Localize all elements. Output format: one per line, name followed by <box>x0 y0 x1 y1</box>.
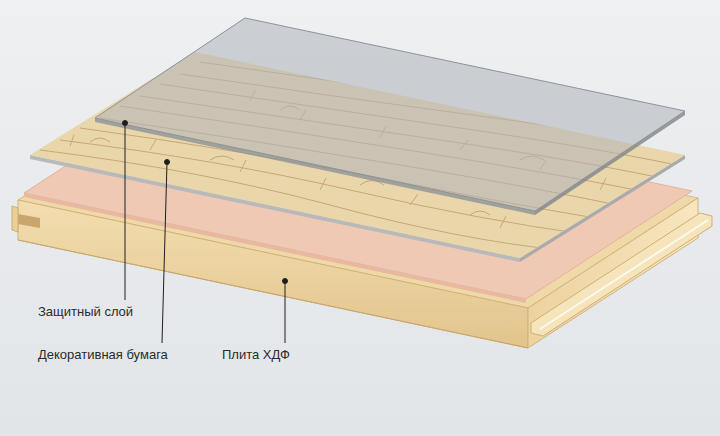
leader-lines <box>123 121 288 344</box>
protective-layer <box>95 18 685 215</box>
part-label: Плита ХДФ <box>222 347 290 363</box>
part-label: Защитный слой <box>38 304 133 320</box>
part-label: Декоративная бумага <box>38 347 168 363</box>
